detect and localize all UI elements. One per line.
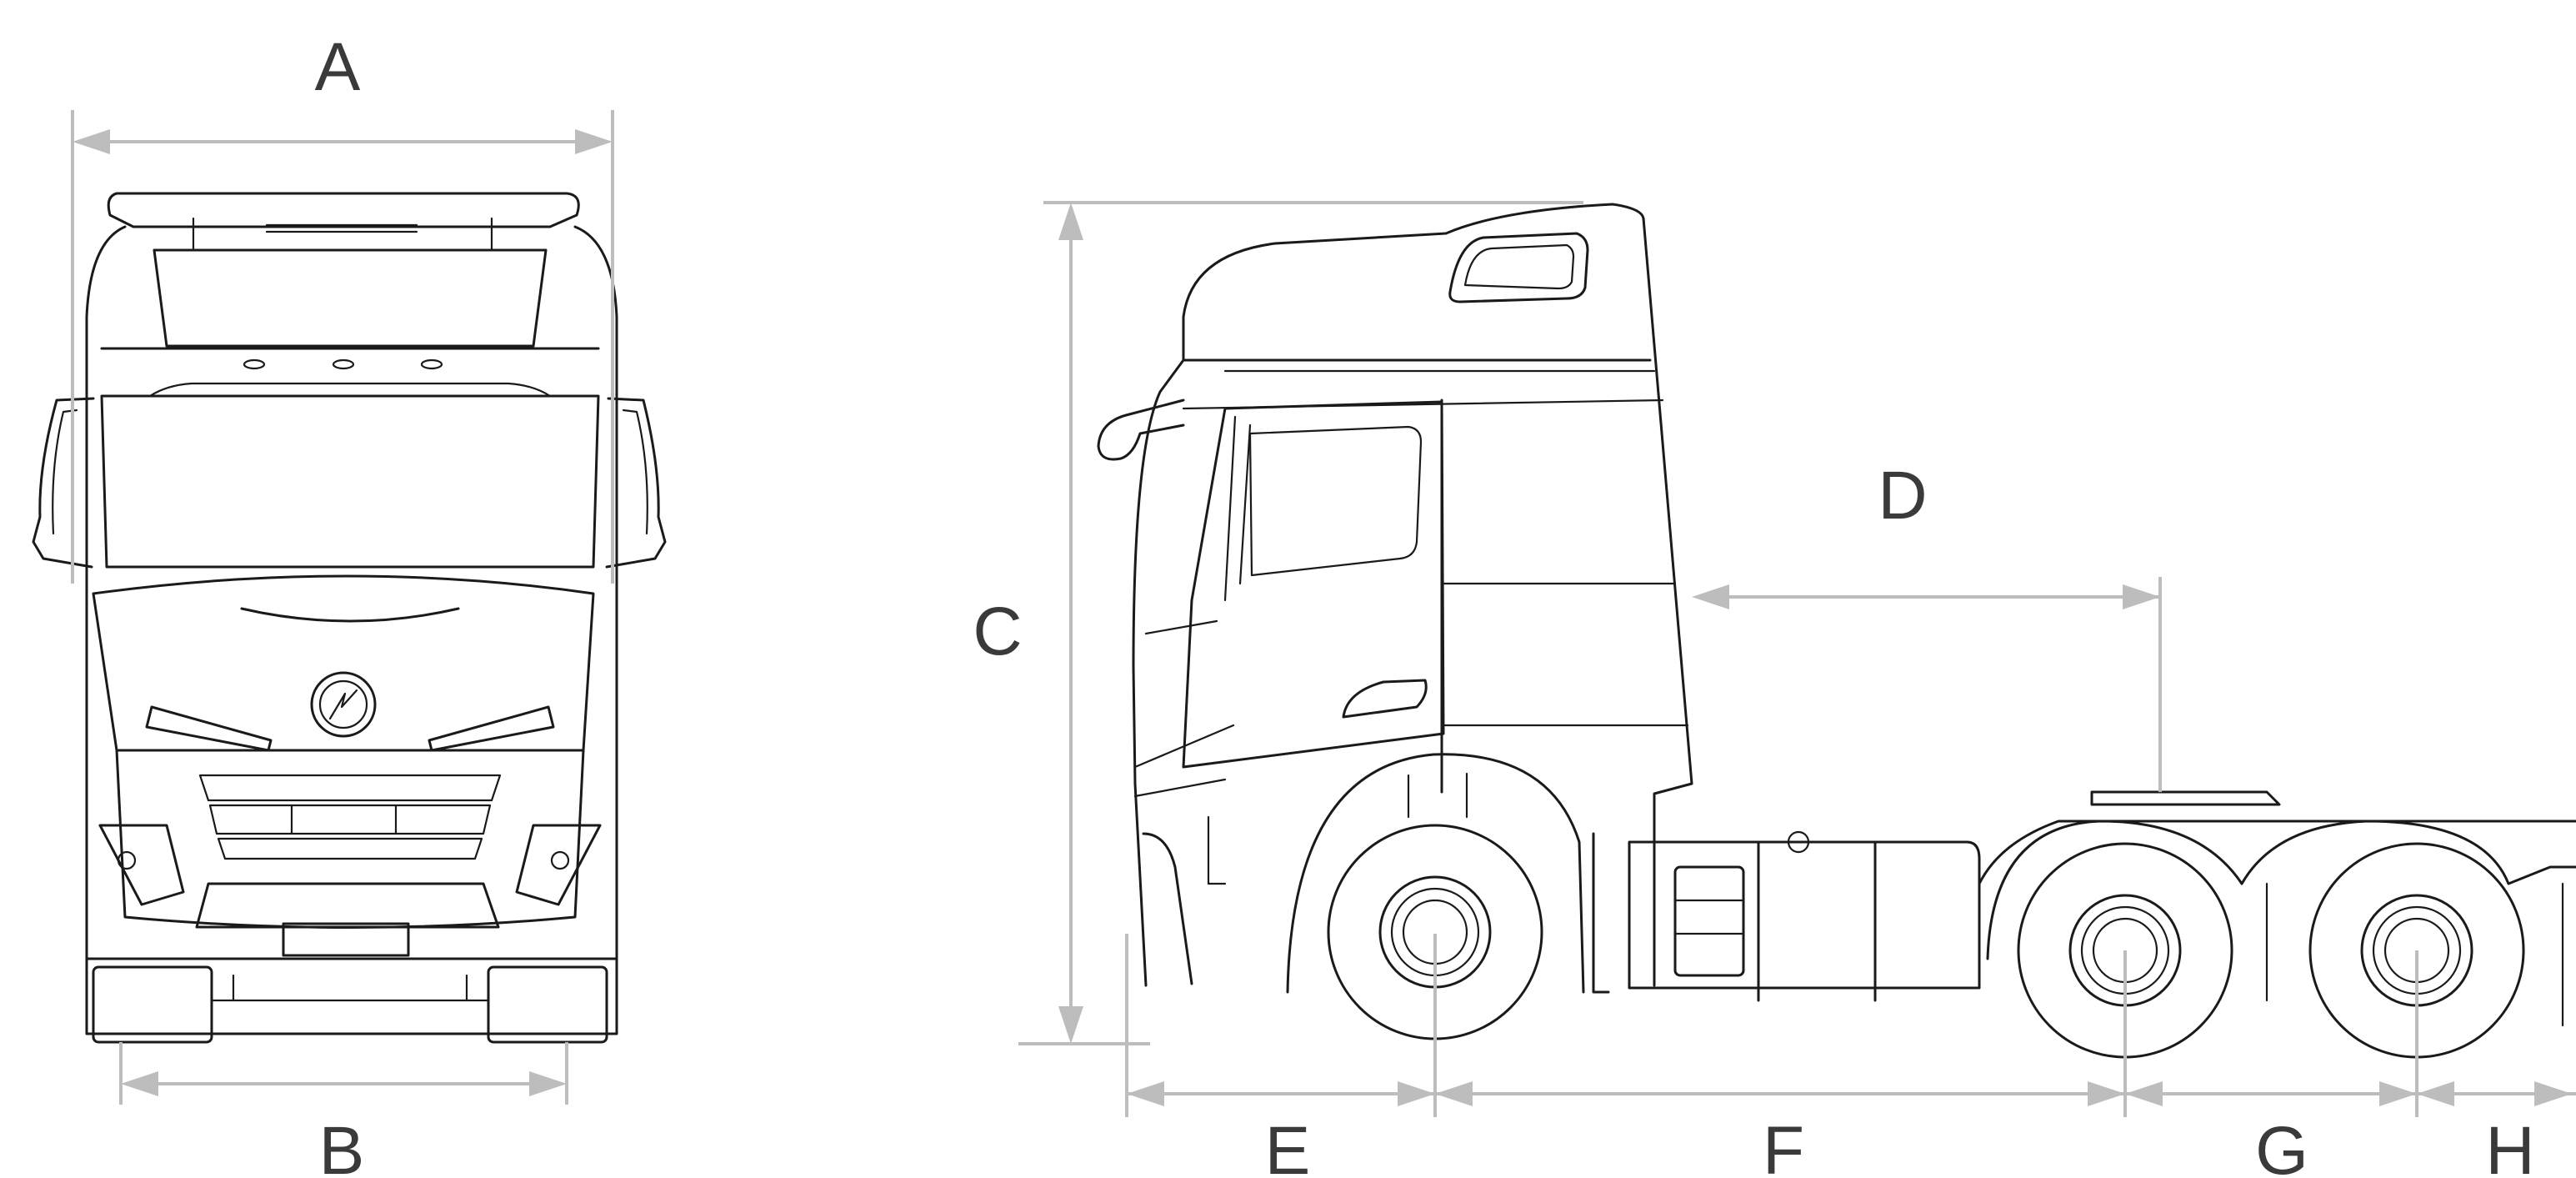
- dimension-b: [119, 1042, 568, 1105]
- label-g: G: [2255, 1113, 2308, 1178]
- dimension-lines: [71, 110, 2576, 1117]
- front-view-truck: [32, 192, 667, 1044]
- dimension-a: [71, 110, 614, 584]
- dimension-c: [1018, 201, 1583, 1045]
- dimension-d: [1692, 577, 2162, 792]
- label-b: B: [319, 1113, 365, 1178]
- label-h: H: [2485, 1113, 2534, 1178]
- truck-brand-logo-icon: [310, 671, 377, 738]
- label-d: D: [1878, 458, 1927, 534]
- side-view-truck: [1097, 203, 2576, 1059]
- dimension-bottom-chain: [1125, 934, 2576, 1117]
- label-e: E: [1265, 1113, 1311, 1178]
- dimension-labels: A B C D E F G H: [315, 29, 2535, 1178]
- label-c: C: [973, 594, 1022, 669]
- label-a: A: [315, 29, 361, 105]
- label-f: F: [1763, 1113, 1804, 1178]
